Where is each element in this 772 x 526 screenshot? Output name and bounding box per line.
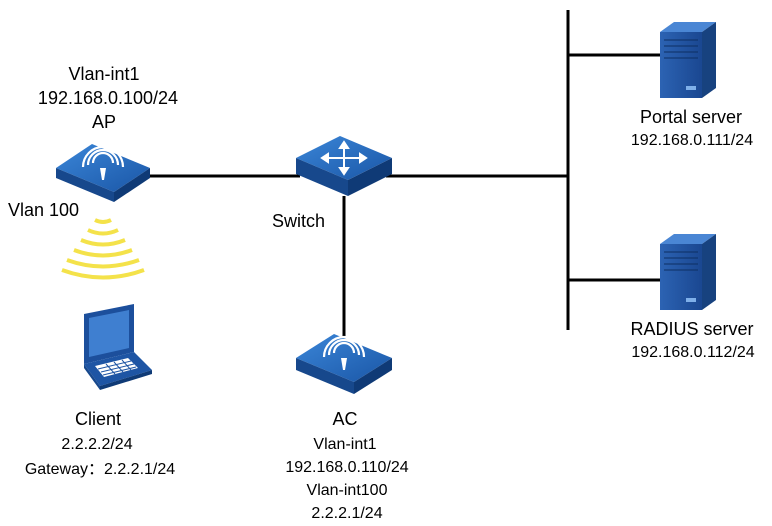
ac-device[interactable]: [296, 334, 392, 394]
ac-interface1-label: Vlan-int1: [313, 436, 377, 453]
server-icon: [660, 22, 716, 98]
ap-device[interactable]: [56, 144, 150, 202]
ac-ip1-label: 192.168.0.110/24: [285, 459, 409, 476]
radius-server-ip-label: 192.168.0.112/24: [631, 344, 755, 361]
portal-server-device[interactable]: [660, 22, 716, 98]
switch-device[interactable]: SWITCH: [296, 136, 392, 198]
portal-server-ip-label: 192.168.0.111/24: [630, 132, 754, 149]
radius-server-device[interactable]: [660, 234, 716, 310]
ac-ip2-label: 2.2.2.1/24: [311, 505, 383, 522]
switch-icon: SWITCH: [296, 136, 392, 198]
portal-server-name-label: Portal server: [639, 107, 743, 127]
client-name-label: Client: [74, 409, 122, 429]
server-icon: [660, 234, 716, 310]
ap-name-label: AP: [91, 112, 117, 132]
client-device[interactable]: [84, 304, 152, 390]
ap-interface-label: Vlan-int1: [68, 64, 140, 84]
wireless-signal-icon: [61, 218, 145, 280]
radius-server-name-label: RADIUS server: [630, 319, 754, 339]
wireless-ap-icon: [56, 144, 150, 202]
ap-vlan-label: Vlan 100: [8, 200, 80, 220]
client-ip-label: 2.2.2.2/24: [61, 436, 133, 453]
ac-name-label: AC: [332, 409, 358, 429]
wireless-ap-icon: [296, 334, 392, 394]
ac-interface2-label: Vlan-int100: [306, 482, 388, 499]
switch-name-label: Switch: [272, 211, 326, 231]
client-gateway-label: Gateway：2.2.2.1/24: [24, 461, 176, 478]
ap-ip-label: 192.168.0.100/24: [37, 88, 179, 108]
laptop-icon: [84, 304, 152, 390]
links: [148, 10, 660, 336]
